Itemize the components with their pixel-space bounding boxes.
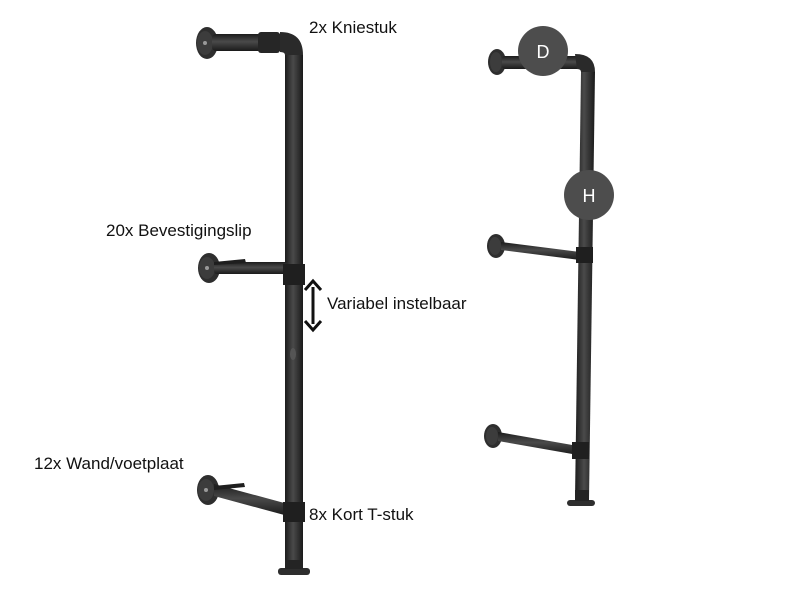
height-badge-label: H [583,186,596,206]
top-wall-flange [196,27,218,59]
bottom-arm [197,475,305,522]
adjustable-label: Variabel instelbaar [327,294,467,313]
elbow-fitting [280,32,303,55]
clip-label: 20x Bevestigingslip [106,221,252,240]
right-vertical-pipe [575,72,595,500]
tee-label: 8x Kort T-stuk [309,505,414,524]
depth-badge: D [518,26,568,76]
flange-label: 12x Wand/voetplaat [34,454,184,473]
vertical-pipe [285,55,303,563]
left-frame [196,27,310,575]
elbow-label: 2x Kniestuk [309,18,397,37]
depth-badge-label: D [537,42,550,62]
double-headed-vertical-arrow-icon [303,278,323,333]
middle-arm [198,253,305,285]
foot-plate [278,568,310,575]
height-badge: H [564,170,614,220]
tee-fitting [283,502,305,522]
tee-clip [283,264,305,285]
right-frame [484,49,595,506]
